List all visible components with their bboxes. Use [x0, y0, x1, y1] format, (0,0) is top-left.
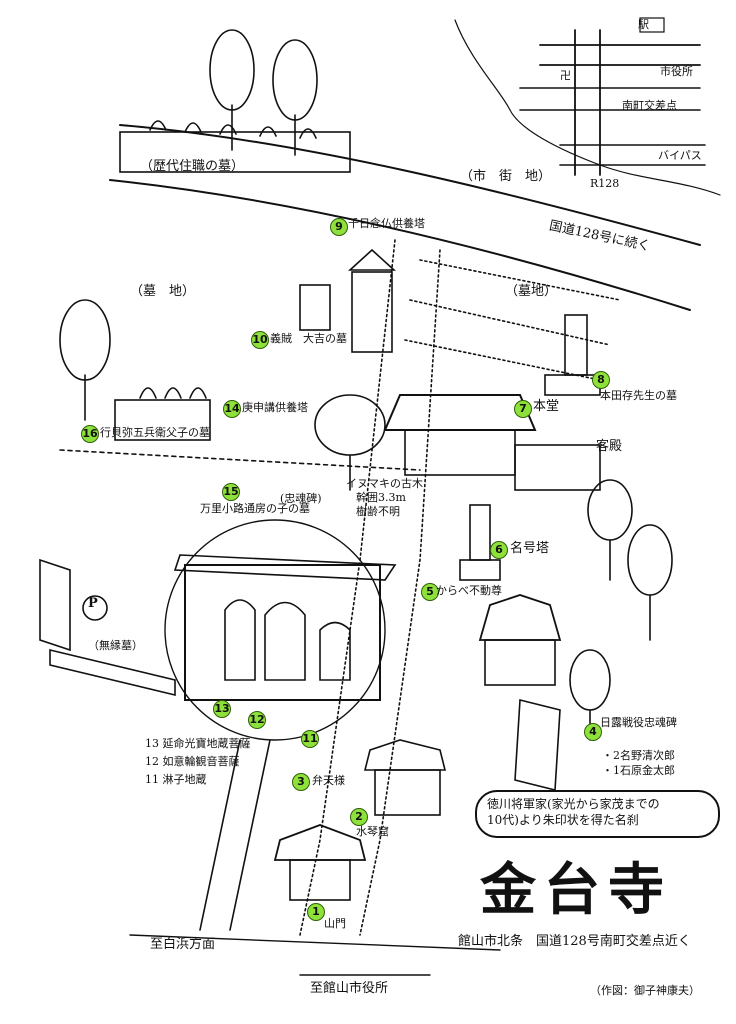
point-2-label: 水琴窟: [356, 825, 389, 838]
memorial-name-2: ・1石原金太郎: [602, 764, 675, 777]
to-cityhall-label: 至館山市役所: [310, 981, 389, 996]
location-line: 館山市北条 国道128号南町交差点近く: [458, 934, 691, 949]
sanmon-gate: [273, 824, 367, 901]
memorial-name-1: ・2名野清次郎: [602, 749, 675, 762]
banner-line-1: 徳川将軍家(家光から家茂までの: [487, 797, 660, 811]
approach-path: [299, 239, 621, 936]
cemetery-left-label: （墓 地）: [130, 284, 196, 299]
marker-8: 8: [592, 371, 610, 389]
inset-map: [454, 17, 721, 196]
city-street: [109, 124, 701, 311]
marker-14: 14: [223, 400, 241, 418]
memorial-tower: [299, 248, 397, 353]
point-6-label: 名号塔: [510, 541, 550, 556]
lower-roads: [129, 739, 501, 976]
marker-11: 11: [301, 730, 319, 748]
legend-13: 13 延命光寶地蔵菩薩: [145, 737, 251, 750]
to-shirahama-label: 至白浜方面: [150, 937, 216, 952]
marker-10: 10: [251, 331, 269, 349]
marker-15: 15: [222, 483, 240, 501]
point-3-label: 弁天様: [312, 774, 345, 787]
benten-shrine: [363, 739, 447, 816]
history-banner: 徳川将軍家(家光から家茂までの 10代)より朱印状を得た名刹: [475, 790, 720, 838]
point-5-label: からべ不動尊: [436, 584, 502, 597]
point-4-label: 日露戦役忠魂碑: [600, 716, 677, 729]
point-9-label: 千日念仏供養塔: [348, 217, 425, 230]
marker-1: 1: [307, 903, 325, 921]
inset-intersection: 南町交差点: [622, 99, 677, 112]
jizo-hall: [164, 519, 397, 741]
legend-11: 11 淋子地蔵: [145, 773, 207, 786]
parking-icon: P: [88, 596, 98, 611]
left-graves: [59, 299, 421, 471]
priest-graves: [119, 29, 351, 173]
cemetery-right-label: （墓地）: [505, 284, 558, 299]
marker-7: 7: [514, 400, 532, 418]
trees-right: [314, 394, 673, 741]
temple-title: 金台寺: [480, 857, 672, 923]
credit: （作図：御子神康夫）: [590, 984, 700, 997]
inset-station: 駅: [638, 18, 649, 31]
point-8-label: 本田存先生の墓: [600, 389, 677, 402]
marker-9: 9: [330, 218, 348, 236]
muenbo-wall: [39, 558, 176, 697]
inset-temple-icon: 卍: [560, 69, 571, 82]
marker-2: 2: [350, 808, 368, 826]
marker-5: 5: [421, 583, 439, 601]
muenbo-label: （無縁墓）: [88, 639, 143, 652]
tree-note-3: 樹齢不明: [356, 505, 400, 518]
marker-12: 12: [248, 711, 266, 729]
inset-route: R128: [590, 177, 620, 190]
point-16-label: 行貝弥五兵衛父子の墓: [100, 426, 210, 439]
legend-12: 12 如意輪観音菩薩: [145, 755, 240, 768]
fudo-pagoda: [478, 594, 562, 686]
point-1-label: 山門: [324, 917, 346, 930]
point-7-label: 本堂: [533, 399, 560, 414]
ireito-label: (忠魂碑): [280, 492, 322, 505]
point-14-label: 庚申講供養塔: [242, 401, 308, 414]
tree-note-1: イヌマキの古木: [346, 477, 423, 490]
point-15-label: 万里小路通房の子の墓: [200, 502, 310, 515]
marker-4: 4: [584, 723, 602, 741]
point-10-label: 義賊 大吉の墓: [270, 332, 347, 345]
marker-13: 13: [213, 700, 231, 718]
main-hall: [383, 394, 601, 491]
marker-16: 16: [81, 425, 99, 443]
priest-graves-label: （歴代住職の墓）: [140, 159, 245, 174]
inset-city-hall: 市役所: [660, 65, 693, 78]
marker-3: 3: [292, 773, 310, 791]
banner-line-2: 10代)より朱印状を得た名刹: [487, 813, 639, 828]
kyakuden-label: 客殿: [596, 439, 623, 454]
city-street-label: （市 街 地）: [460, 169, 552, 184]
tree-note-2: 幹囲3.3m: [356, 491, 406, 504]
marker-6: 6: [490, 541, 508, 559]
inset-bypass: バイパス: [658, 149, 702, 162]
